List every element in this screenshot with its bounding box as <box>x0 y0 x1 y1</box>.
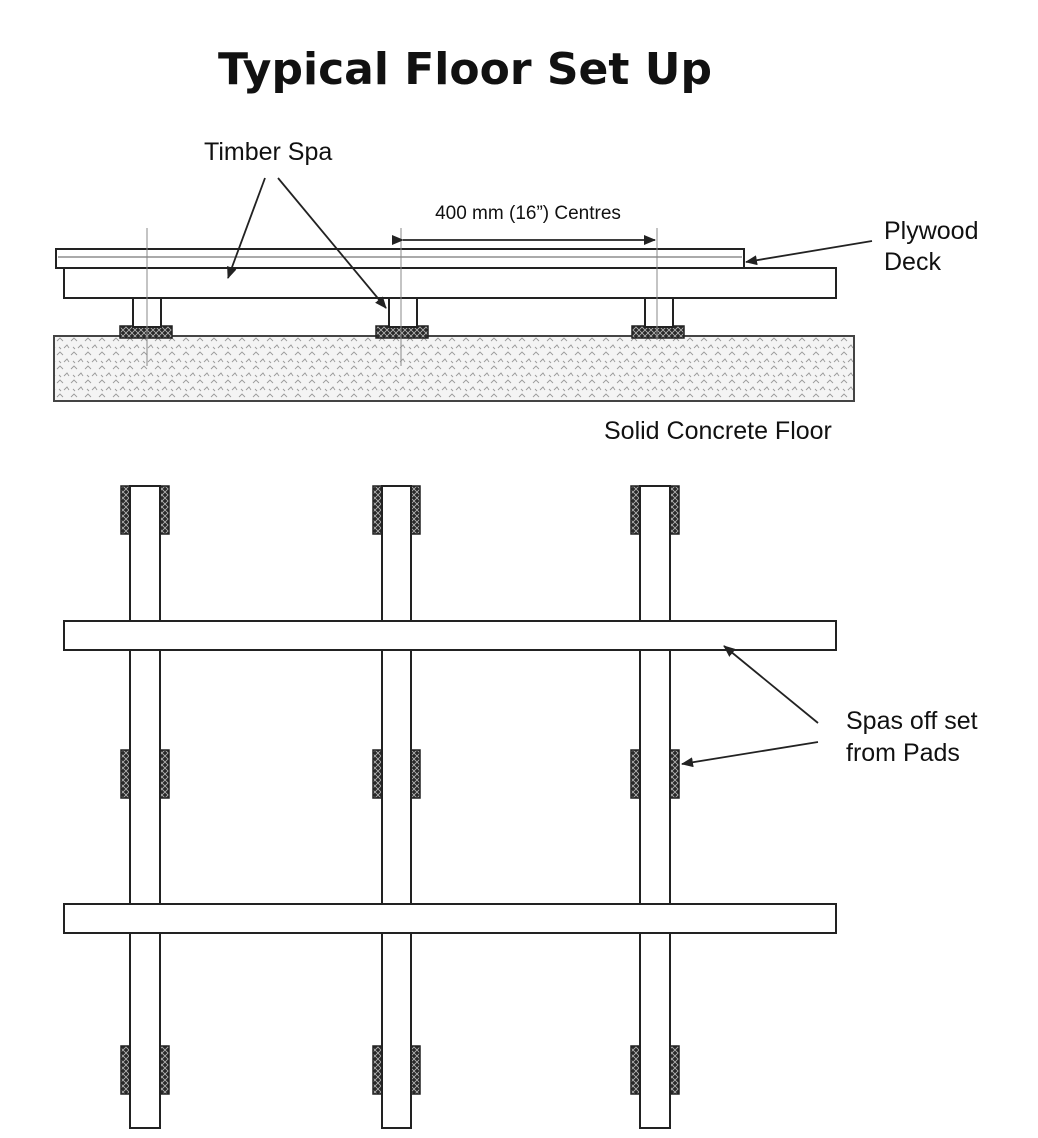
pad <box>120 749 131 799</box>
plywood-deck-label: Plywood <box>884 217 979 245</box>
pad <box>372 1045 383 1095</box>
spas-offset-leader <box>723 645 819 724</box>
spa-plan <box>63 903 837 934</box>
pad <box>630 1045 641 1095</box>
spa-plan <box>63 620 837 651</box>
pad <box>372 749 383 799</box>
diagram-title: Typical Floor Set Up <box>218 44 712 95</box>
concrete-floor-label: Solid Concrete Floor <box>604 417 832 445</box>
bearer-section <box>644 297 674 328</box>
timber-spa-leader <box>277 177 387 309</box>
timber-spa-label: Timber Spa <box>204 138 332 166</box>
plywood-deck <box>55 248 745 269</box>
pad <box>669 749 680 799</box>
centres-label: 400 mm (16”) Centres <box>435 203 621 224</box>
plywood-deck-label: Deck <box>884 248 941 276</box>
pad <box>120 485 131 535</box>
pad <box>630 749 641 799</box>
pad <box>669 485 680 535</box>
plan-view: Spas off set from Pads <box>63 485 978 1129</box>
bearer-plan <box>639 485 671 1129</box>
pad <box>669 1045 680 1095</box>
pad <box>120 1045 131 1095</box>
pad <box>372 485 383 535</box>
pad <box>159 1045 170 1095</box>
plywood-deck-leader <box>745 240 873 266</box>
pad <box>159 485 170 535</box>
pad <box>410 749 421 799</box>
pad <box>159 749 170 799</box>
spas-offset-label: from Pads <box>846 739 960 767</box>
pad <box>630 485 641 535</box>
bearer-plan <box>129 485 161 1129</box>
spas-offset-leader <box>681 741 819 768</box>
spas-offset-label: Spas off set <box>846 707 978 735</box>
pad <box>410 485 421 535</box>
concrete-floor <box>53 335 855 402</box>
bearer-section <box>388 297 418 328</box>
timber-spa-section <box>63 267 837 299</box>
bearer-plan <box>381 485 412 1129</box>
section-view: 400 mm (16”) Centres Timber Spa Plywood … <box>53 138 979 445</box>
pad <box>410 1045 421 1095</box>
timber-spa-leader <box>227 177 266 279</box>
